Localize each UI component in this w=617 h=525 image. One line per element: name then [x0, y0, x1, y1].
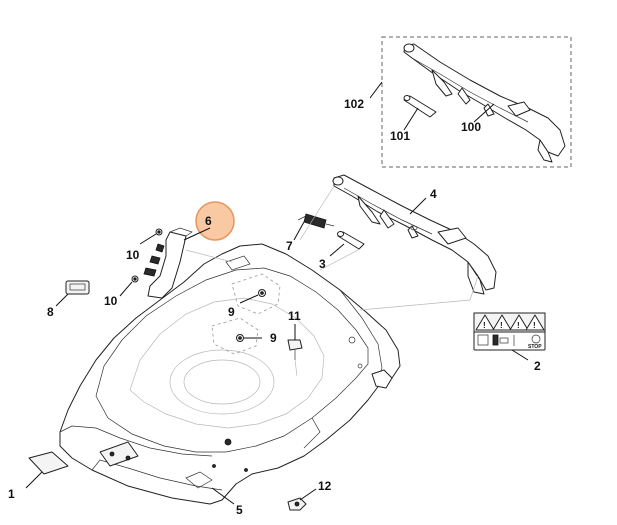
callout-101: 101	[390, 129, 410, 143]
callout-10-lower: 10	[104, 294, 118, 308]
callout-9-lower: 9	[270, 331, 277, 345]
callout-6: 6	[205, 214, 212, 228]
part-9-bolt-upper	[258, 289, 266, 297]
assembly-guide-lines	[185, 185, 479, 311]
callout-12: 12	[318, 479, 332, 493]
part-4-handle-bar	[332, 174, 497, 295]
part-11-bolt	[287, 339, 303, 377]
svg-text:!: !	[517, 321, 520, 330]
callout-8: 8	[47, 305, 54, 319]
part-2-warning-label: ! ! ! ! STOP	[473, 312, 546, 351]
callout-4: 4	[430, 187, 437, 201]
callout-2: 2	[534, 359, 541, 373]
svg-text:!: !	[533, 321, 536, 330]
callout-100: 100	[461, 120, 481, 134]
part-12-nut	[287, 497, 307, 511]
callout-11: 11	[288, 309, 301, 323]
callout-7: 7	[286, 239, 293, 253]
part-9-bolt-lower	[236, 334, 244, 342]
svg-text:!: !	[483, 321, 486, 330]
inset-frame	[381, 36, 572, 168]
highlight-circle	[195, 201, 235, 241]
callout-9-upper: 9	[228, 305, 235, 319]
callout-1: 1	[8, 487, 15, 501]
part-5-mower-deck	[59, 243, 401, 505]
callout-labels: 6 10 10 8 7 3 4 9 9 11 2 1 5 12 102 101 …	[8, 97, 541, 517]
deck-mount-areas	[211, 273, 281, 355]
callout-3: 3	[319, 257, 326, 271]
part-1-decal	[28, 451, 69, 475]
callout-102: 102	[344, 97, 364, 111]
part-6-rear-guard	[143, 227, 193, 299]
part-100-handle-bar	[403, 43, 566, 163]
part-3-pin	[337, 231, 365, 250]
inset-detail-box	[381, 36, 572, 168]
part-10-screw-upper	[155, 228, 163, 236]
part-101-pin	[403, 95, 437, 118]
callout-10-upper: 10	[126, 248, 140, 262]
part-10-screw-lower	[131, 275, 139, 283]
leader-lines	[25, 81, 529, 505]
part-7-spring	[297, 213, 335, 229]
part-8-badge	[65, 280, 90, 295]
svg-text:!: !	[500, 321, 503, 330]
warning-triangle-icon: ! ! ! !	[475, 314, 545, 331]
stop-text: STOP	[528, 344, 542, 350]
callout-5: 5	[236, 503, 243, 517]
